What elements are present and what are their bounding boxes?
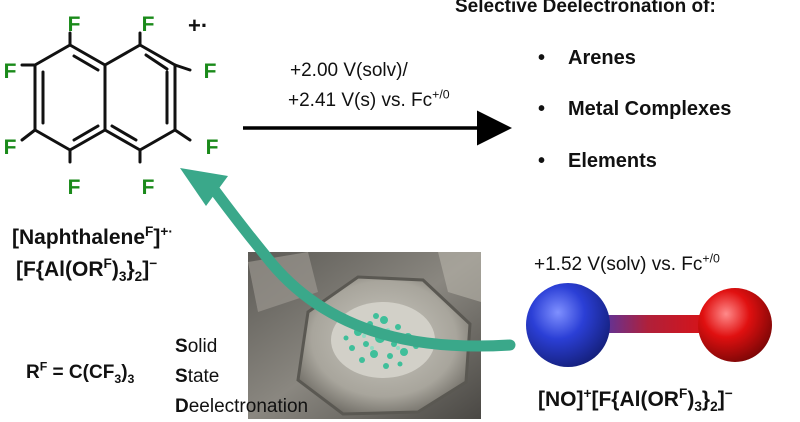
target-item-elements: • Elements [538, 150, 657, 173]
no-potential: +1.52 V(solv) vs. Fc+/0 [534, 251, 720, 275]
counterion-name: [F{Al(ORF)3}2]− [16, 256, 158, 285]
fluorine-atom-label: F [142, 176, 155, 199]
ssd-line: Deelectronation [175, 396, 309, 417]
fluorine-atom-label: F [4, 60, 17, 83]
fluorine-atom-label: F [68, 13, 81, 36]
nitrogen-atom [526, 283, 610, 367]
radical-cation-sign: +· [188, 13, 209, 38]
reaction-potential-line2: +2.41 V(s) vs. Fc+/0 [288, 87, 450, 111]
oxygen-atom [698, 288, 772, 362]
no-bond [578, 315, 718, 333]
bullet-dot: • [538, 98, 546, 120]
bullet-dot: • [538, 150, 546, 172]
target-label: Metal Complexes [568, 98, 732, 120]
target-item-metal-complexes: • Metal Complexes [538, 98, 731, 121]
ssd-line: Solid [175, 336, 218, 357]
fluorine-atom-label: F [68, 176, 81, 199]
fluorine-atom-label: F [204, 60, 217, 83]
diagram-title: Selective Deelectronation of: [455, 0, 716, 17]
curved-arrow [207, 182, 516, 352]
bullet-dot: • [538, 47, 546, 69]
curved-arrow-head [180, 168, 228, 206]
target-label: Elements [568, 150, 657, 172]
naphthalene-name: [NaphthaleneF]+· [12, 224, 173, 249]
target-label: Arenes [568, 47, 636, 69]
target-item-arenes: • Arenes [538, 47, 636, 70]
fluorine-atom-label: F [4, 136, 17, 159]
no-salt-formula: [NO]+[F{Al(ORF)3}2]− [538, 386, 733, 415]
solid-state-deelectronation: Solid State Deelectronation [175, 332, 308, 422]
rf-definition: RF = C(CF3)3 [26, 359, 135, 386]
ssd-line: State [175, 366, 220, 387]
reaction-potential-line1: +2.00 V(solv)/ [290, 60, 408, 81]
naphthalene-structure [20, 31, 192, 164]
fluorine-atom-label: F [142, 13, 155, 36]
fluorine-atom-label: F [206, 136, 219, 159]
